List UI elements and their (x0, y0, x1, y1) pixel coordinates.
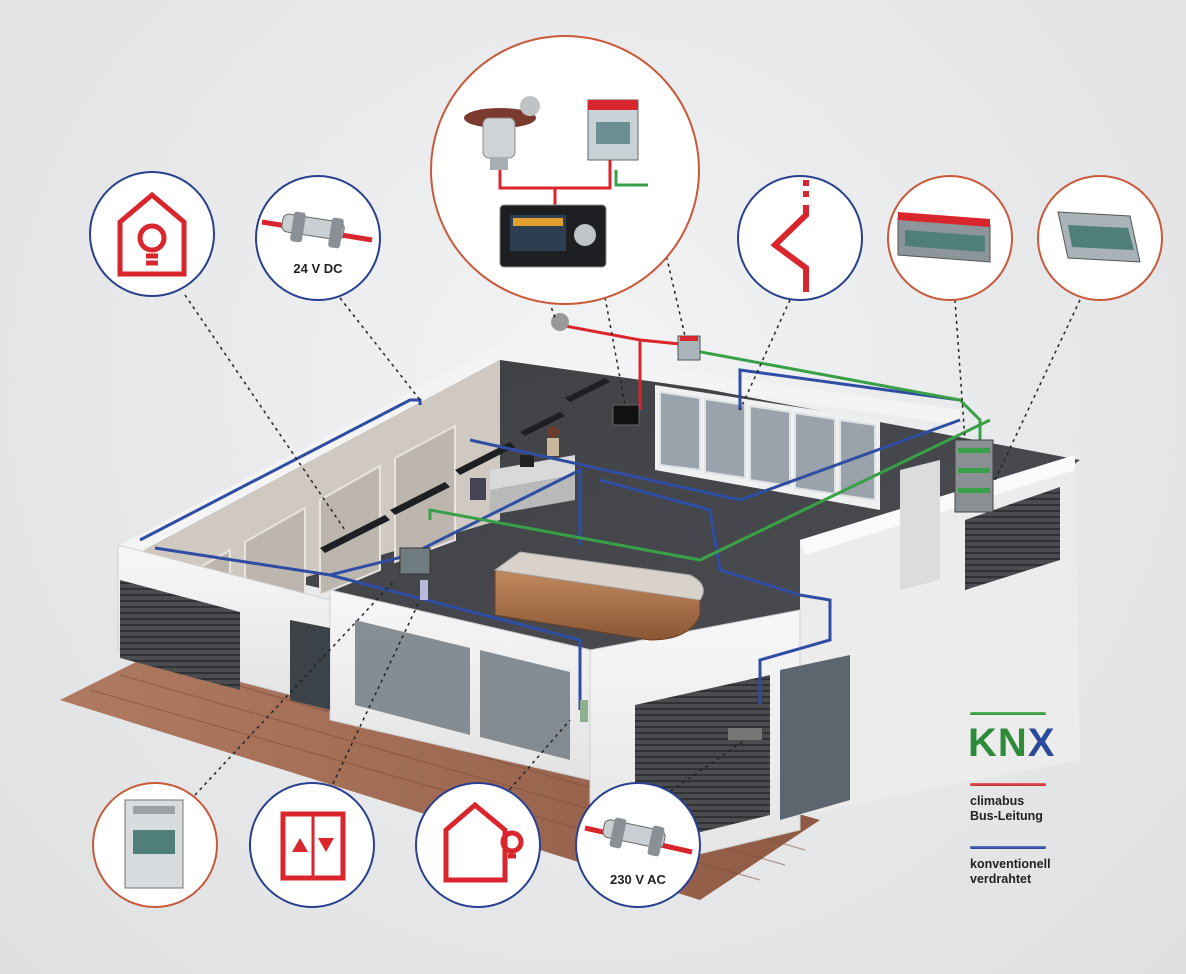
blind-switch-callout (249, 782, 375, 908)
ceiling-lights (320, 378, 610, 553)
din-rail-module-icon (897, 212, 991, 263)
weather-station-icon (464, 96, 540, 170)
installed-devices (399, 313, 994, 740)
wiring-legend: KNX climabus Bus-Leitung konventionell v… (966, 712, 1086, 887)
controller-callout (430, 35, 700, 305)
blind-switch-icon (280, 811, 346, 881)
leader-lines (184, 249, 1081, 796)
house-light-callout (89, 171, 215, 297)
knx-wiring (428, 348, 991, 562)
ac-cable-icon (584, 817, 693, 857)
reception-desk (493, 551, 704, 641)
back-wall-right (500, 345, 960, 510)
climabus-legend-text: climabus Bus-Leitung (970, 794, 1043, 823)
energy-meter-icon (124, 799, 184, 889)
conventional-wiring (139, 368, 961, 710)
din-actuator-icon (1057, 211, 1141, 263)
knx-logo-text: KNX (968, 721, 1056, 765)
knx-actuator-icon (587, 99, 639, 161)
climabus-legend-line (970, 783, 1046, 786)
dc-cable-icon (261, 211, 373, 249)
dc-cable-callout: 24 V DC (255, 175, 381, 301)
house-lamp-icon (443, 801, 524, 883)
ac-cable-callout: 230 V AC (575, 782, 701, 908)
conventional-legend-line (970, 846, 1046, 849)
energy-meter-callout (92, 782, 218, 908)
dc-voltage-label: 24 V DC (293, 261, 343, 276)
ac-voltage-label: 230 V AC (610, 872, 666, 887)
knx-logo: KNX (968, 723, 1086, 763)
din-actuator-callout (1037, 175, 1163, 301)
display-panel-icon (499, 204, 607, 268)
conventional-legend-text: konventionell verdrahtet (970, 857, 1051, 886)
window-contact-callout (737, 175, 863, 301)
house-lamp-callout (415, 782, 541, 908)
house-light-icon (117, 191, 187, 277)
knx-legend-line (970, 712, 1046, 715)
right-annex (800, 455, 1080, 815)
window-contact-icon (770, 180, 809, 292)
din-module-callout (887, 175, 1013, 301)
